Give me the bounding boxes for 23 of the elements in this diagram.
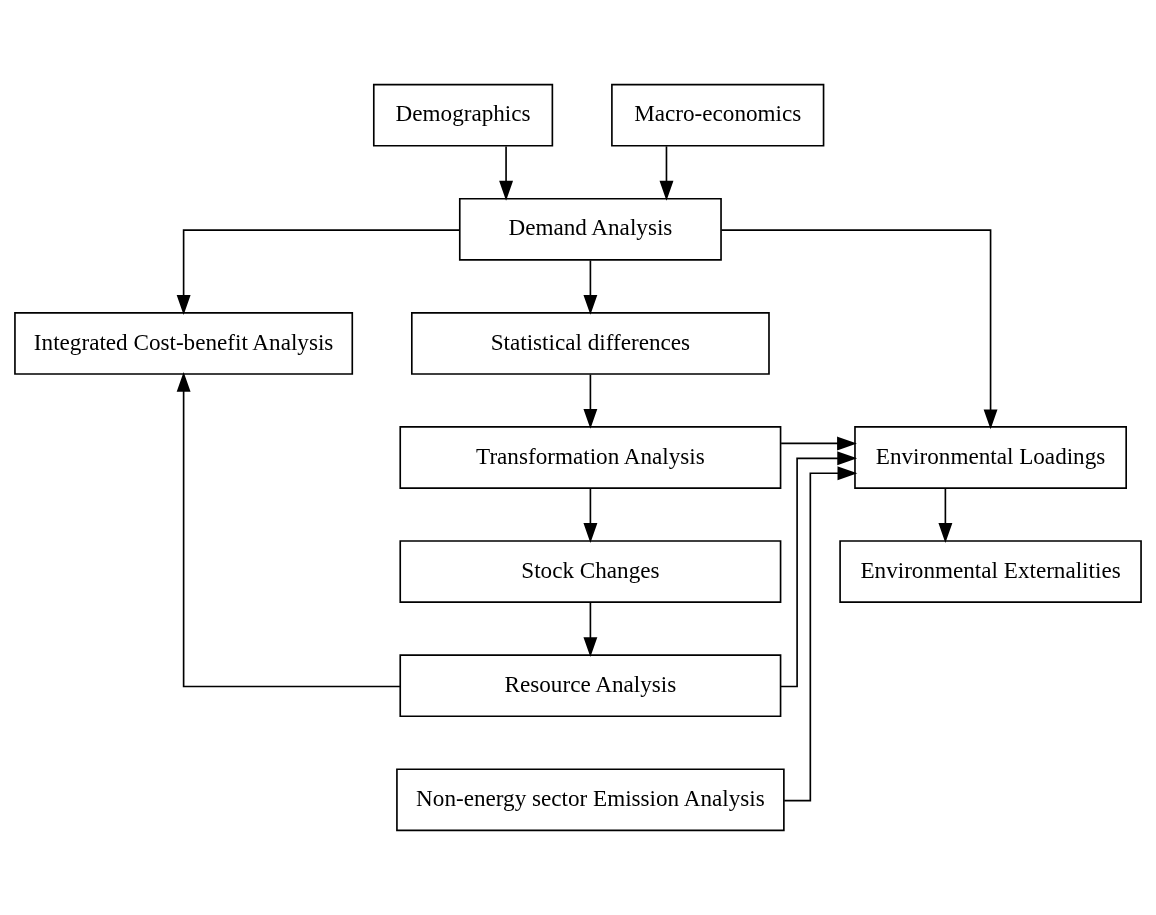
- arrow: [583, 601, 598, 658]
- arrow: [659, 145, 674, 201]
- arrow: [176, 371, 401, 688]
- node-box: Stock Changes: [399, 540, 782, 603]
- arrow: [583, 487, 598, 543]
- arrow: [583, 259, 598, 315]
- node-box: Transformation Analysis: [399, 426, 782, 489]
- arrow: [176, 229, 461, 315]
- arrow: [720, 229, 998, 430]
- arrow: [499, 145, 514, 201]
- arrow: [780, 436, 857, 451]
- node-box: Environmental Externalities: [839, 540, 1142, 603]
- node-box: Environmental Loadings: [854, 426, 1127, 489]
- node-box: Macro-economics: [611, 83, 825, 147]
- node-box: Integrated Cost-benefit Analysis: [14, 312, 354, 375]
- node-box: Demographics: [372, 83, 554, 147]
- node-box: Non-energy sector Emission Analysis: [396, 768, 785, 832]
- arrow: [583, 373, 598, 429]
- node-box: Demand Analysis: [458, 197, 722, 261]
- arrow: [938, 487, 953, 543]
- arrow: [783, 466, 858, 802]
- node-box: Statistical differences: [411, 312, 770, 375]
- node-box: Resource Analysis: [399, 654, 782, 718]
